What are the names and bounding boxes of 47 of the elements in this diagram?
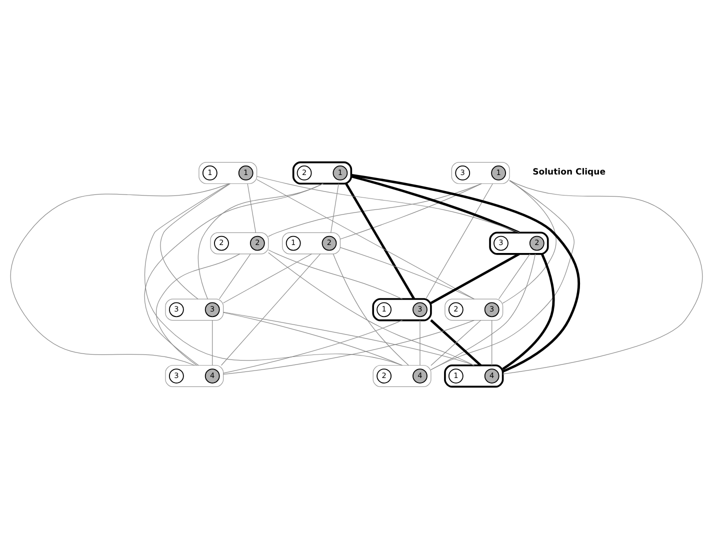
connector	[223, 320, 474, 375]
connector	[220, 254, 321, 366]
cluster	[372, 365, 432, 387]
cluster	[292, 161, 352, 185]
connector	[223, 320, 403, 374]
connector	[256, 176, 520, 233]
connector	[345, 183, 416, 300]
connector	[330, 183, 339, 233]
connector	[247, 183, 256, 233]
cluster	[372, 298, 432, 322]
connector	[268, 183, 482, 237]
cluster	[198, 162, 258, 184]
connector	[219, 254, 251, 300]
cluster	[444, 364, 504, 388]
connector	[498, 254, 530, 300]
connector	[223, 312, 403, 366]
connector	[144, 183, 324, 366]
connector	[223, 312, 474, 366]
connector	[256, 179, 474, 300]
label: Solution Clique	[532, 168, 606, 178]
connector	[502, 253, 555, 370]
connector	[430, 180, 574, 370]
cluster	[489, 232, 549, 255]
connector	[160, 183, 231, 300]
connector	[156, 254, 240, 366]
connector	[340, 247, 474, 300]
cluster	[444, 298, 504, 321]
connector	[268, 250, 403, 300]
connector	[340, 183, 482, 240]
connector	[502, 180, 703, 374]
connector	[430, 252, 520, 304]
connector	[10, 183, 230, 366]
connector	[351, 174, 580, 373]
cluster	[165, 365, 224, 387]
connector	[430, 254, 536, 370]
connector	[268, 252, 474, 366]
connector	[332, 254, 409, 366]
cluster	[451, 162, 510, 184]
connector	[426, 183, 494, 300]
cluster	[165, 298, 224, 321]
connector	[223, 254, 312, 304]
connector	[144, 183, 403, 366]
connector	[198, 183, 324, 300]
cluster	[282, 232, 341, 254]
cluster	[210, 232, 269, 254]
connector	[350, 175, 520, 234]
connector	[212, 320, 213, 366]
